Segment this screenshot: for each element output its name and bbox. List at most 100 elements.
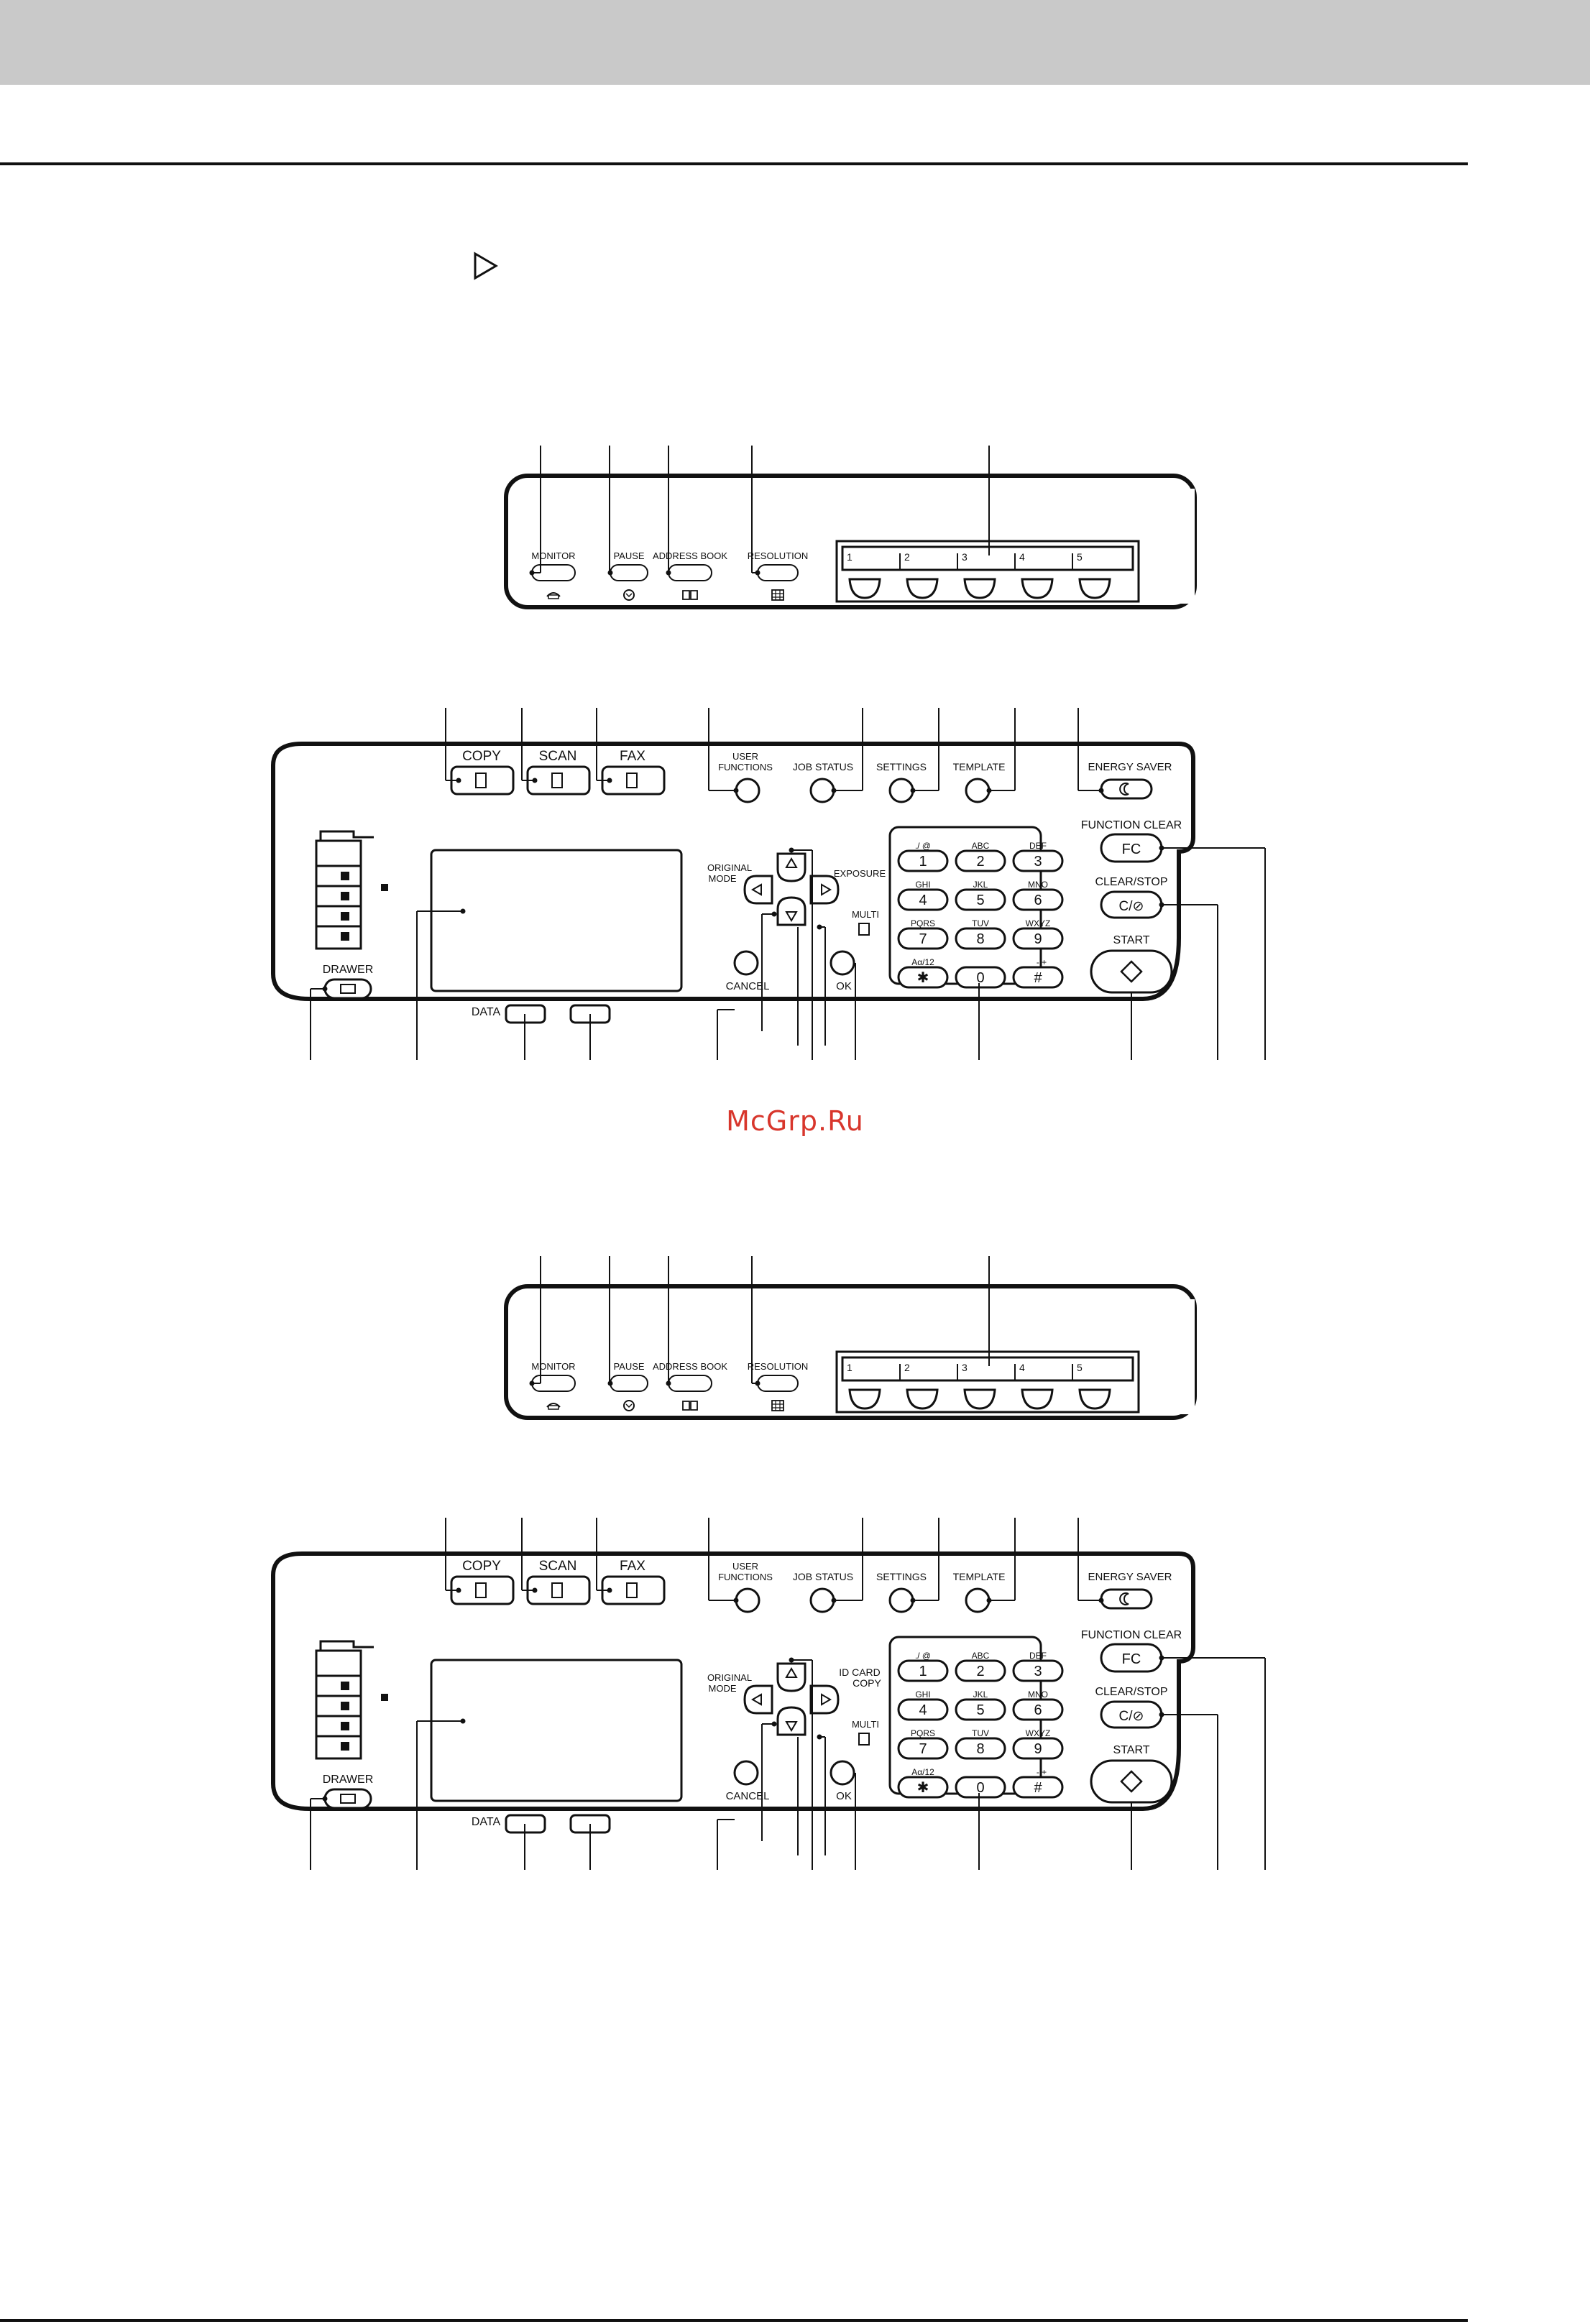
keypad-key-5[interactable] [955,1698,1006,1721]
callout-dot [1159,1712,1164,1717]
callout-dot [986,788,992,793]
keypad-key-2[interactable] [955,1659,1006,1682]
keypad-key-#[interactable] [1012,966,1064,989]
callout-dot [460,1718,466,1724]
one-touch-button-2[interactable] [906,578,939,599]
address-book-button[interactable] [668,564,712,581]
one-touch-button-5[interactable] [1078,578,1111,599]
callout-dot [607,570,613,576]
one-touch-number: 3 [962,1362,968,1373]
callout-dot [1098,1597,1104,1603]
keypad-key-5[interactable] [955,888,1006,911]
one-touch-button-1[interactable] [848,578,881,599]
keypad-key-3[interactable] [1012,849,1064,872]
keypad-key-6[interactable] [1012,1698,1064,1721]
job-status-button[interactable] [809,1587,835,1613]
pause-icon [623,1400,635,1411]
cancel-button[interactable] [733,950,759,976]
address-book-button[interactable] [668,1375,712,1392]
one-touch-button-1[interactable] [848,1388,881,1410]
keypad-key-9[interactable] [1012,927,1064,950]
one-touch-button-4[interactable] [1021,578,1054,599]
one-touch-button-3[interactable] [963,578,996,599]
keypad-sublabel: MNO [1028,1689,1048,1700]
keypad-key-1[interactable] [897,1659,949,1682]
keypad-key-7[interactable] [897,1737,949,1760]
callout-dot [755,570,760,576]
function-clear-label: FUNCTION CLEAR [1081,819,1182,831]
job-status-button[interactable] [809,778,835,803]
right-arrow-button[interactable] [809,875,840,905]
keypad-key-1[interactable] [897,849,949,872]
original-mode-label: MODE [709,873,737,884]
keypad-sublabel: ./ @ [915,841,931,851]
function-clear-label: FUNCTION CLEAR [1081,1629,1182,1641]
keypad-key-label: 3 [1034,854,1042,870]
keypad-key-3[interactable] [1012,1659,1064,1682]
resolution-button[interactable] [757,1375,799,1392]
keypad-key-✱[interactable] [897,1776,949,1799]
right-arrow-label: COPY [853,1677,881,1689]
keypad-sublabel: WXYZ [1026,918,1051,928]
keypad-key-✱[interactable] [897,966,949,989]
callout-dot [529,570,535,576]
settings-button[interactable] [888,1587,914,1613]
one-touch-number: 1 [847,551,853,563]
callout-dot [460,908,466,914]
one-touch-button-4[interactable] [1021,1388,1054,1410]
keypad-key-0[interactable] [955,966,1006,989]
one-touch-button-5[interactable] [1078,1388,1111,1410]
energy-saver-button[interactable] [1100,778,1153,800]
function-key-label: COPY [462,749,501,764]
callout-dot [607,1587,612,1593]
drawer-button[interactable] [323,1788,372,1809]
keypad-key-0[interactable] [955,1776,1006,1799]
user-functions-button[interactable] [735,778,760,803]
down-arrow-icon [785,911,798,922]
copy-icon [475,773,487,788]
energy-saver-label: ENERGY SAVER [1088,761,1172,773]
template-button[interactable] [965,1587,991,1613]
cancel-button[interactable] [733,1760,759,1786]
job-status-label: JOB STATUS [793,761,853,773]
keypad-key-label: 6 [1034,893,1042,908]
keypad-key-4[interactable] [897,888,949,911]
drawer-button[interactable] [323,978,372,1000]
clear-stop-label: CLEAR/STOP [1095,876,1167,888]
keypad-sublabel: JKL [973,1689,988,1700]
keypad-key-7[interactable] [897,927,949,950]
ok-button[interactable] [830,950,855,976]
start-button[interactable] [1090,1759,1173,1804]
fax-button-label: PAUSE [613,550,644,561]
header-rule [0,162,1468,165]
keypad-sublabel: _ - + [1029,1767,1047,1777]
ok-button[interactable] [830,1760,855,1786]
one-touch-button-3[interactable] [963,1388,996,1410]
pause-button[interactable] [610,564,648,581]
one-touch-button-2[interactable] [906,1388,939,1410]
copy-icon [475,1582,487,1598]
resolution-button[interactable] [757,564,799,581]
pause-button[interactable] [610,1375,648,1392]
keypad-key-2[interactable] [955,849,1006,872]
settings-button[interactable] [888,778,914,803]
keypad-key-#[interactable] [1012,1776,1064,1799]
left-arrow-button[interactable] [743,1684,773,1715]
keypad-key-4[interactable] [897,1698,949,1721]
left-arrow-button[interactable] [743,875,773,905]
start-button[interactable] [1090,949,1173,994]
function-key-label: SCAN [539,749,577,764]
fax-button-label: PAUSE [613,1361,644,1372]
right-arrow-button[interactable] [809,1684,840,1715]
energy-saver-button[interactable] [1100,1588,1153,1610]
callout-dot [831,788,837,793]
keypad-key-8[interactable] [955,927,1006,950]
keypad-key-6[interactable] [1012,888,1064,911]
keypad-key-8[interactable] [955,1737,1006,1760]
callout-dot [456,1587,461,1593]
keypad-key-9[interactable] [1012,1737,1064,1760]
keypad-sublabel: ABC [972,1651,990,1661]
template-button[interactable] [965,778,991,803]
user-functions-button[interactable] [735,1587,760,1613]
